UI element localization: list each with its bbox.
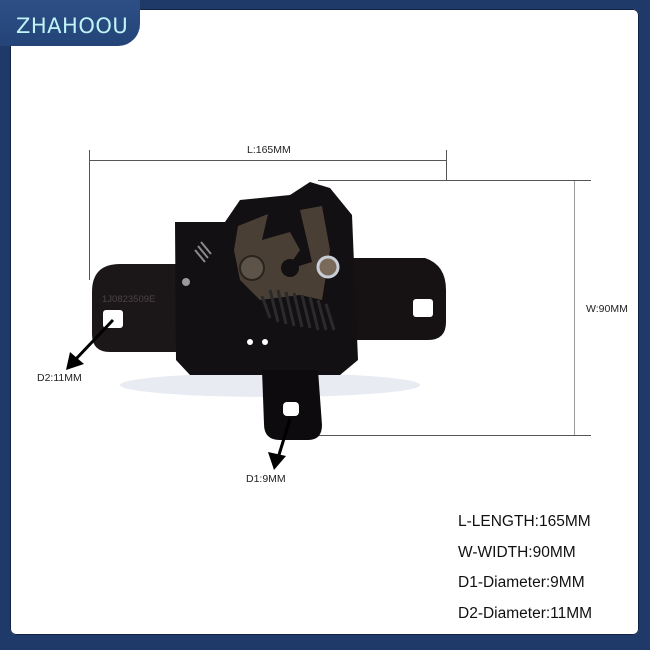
spec-length: L-LENGTH:165MM xyxy=(458,513,591,530)
width-extension-top xyxy=(318,180,591,181)
brand-tab: ZHAHOOU xyxy=(0,0,140,46)
length-extension-right xyxy=(446,150,447,180)
spec-list: L-LENGTH:165MM W-WIDTH:90MM D1-Diameter:… xyxy=(458,510,592,632)
spec-d2: D2-Diameter:11MM xyxy=(458,604,593,622)
pivot-bolt xyxy=(239,255,265,281)
side-spring xyxy=(194,241,212,263)
length-label: L:165MM xyxy=(247,144,291,156)
right-flange xyxy=(350,258,446,340)
d1-arrow xyxy=(268,418,292,470)
width-label: W:90MM xyxy=(586,303,628,315)
part-number: 1J0823509E xyxy=(102,294,155,305)
coil-spring xyxy=(260,289,336,331)
secondary-bolt xyxy=(316,255,340,279)
d1-hole xyxy=(283,402,299,416)
d2-arrow xyxy=(66,318,115,370)
brand-name: ZHAHOOU xyxy=(16,14,129,38)
width-line xyxy=(574,181,575,435)
width-extension-bottom xyxy=(300,435,591,436)
left-flange xyxy=(92,264,180,352)
length-line xyxy=(89,160,446,161)
spec-width: W-WIDTH:90MM xyxy=(458,543,576,561)
d1-label: D1:9MM xyxy=(246,473,286,485)
d2-label: D2:11MM xyxy=(37,372,82,384)
length-extension-left xyxy=(89,150,90,280)
spec-d1: D1-Diameter:9MM xyxy=(458,574,585,591)
